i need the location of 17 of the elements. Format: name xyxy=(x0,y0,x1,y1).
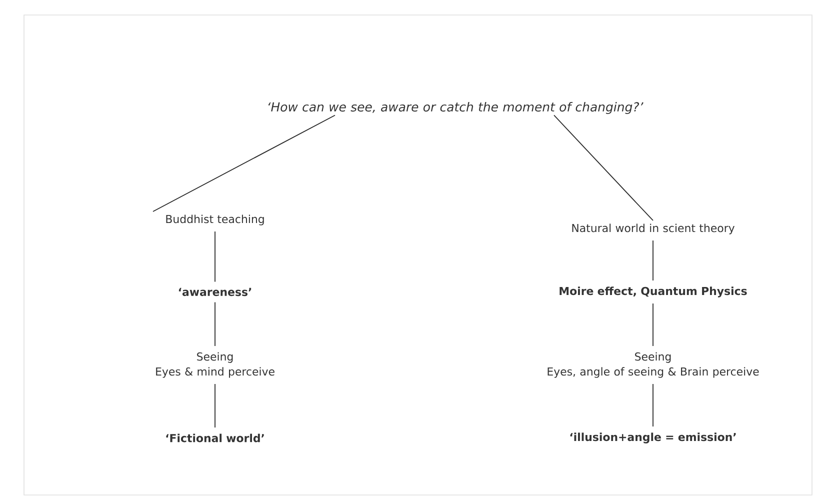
connector-line xyxy=(652,303,654,346)
result-label: ‘illusion+angle = emission’ xyxy=(570,432,736,444)
connector-line xyxy=(554,114,654,221)
branch-label: Buddhist teaching xyxy=(166,214,264,226)
question-text: ‘How can we see, aware or catch the moment of changing?’ xyxy=(268,102,644,114)
connector-line xyxy=(214,384,216,428)
connector-line xyxy=(652,384,654,427)
branch-label: Natural world in scient theory xyxy=(572,224,734,234)
step-label: Seeing Eyes, angle of seeing & Brain perceive xyxy=(548,352,759,378)
key-term: ‘awareness’ xyxy=(178,288,252,296)
result-label: ‘Fictional world’ xyxy=(166,434,264,442)
connector-line xyxy=(214,302,216,346)
connector-line xyxy=(214,231,216,282)
connector-line xyxy=(652,240,654,281)
connector-line xyxy=(152,114,336,212)
step-label: Seeing Eyes & mind perceive xyxy=(156,352,274,378)
key-term: Moire effect, Quantum Physics xyxy=(560,286,747,298)
